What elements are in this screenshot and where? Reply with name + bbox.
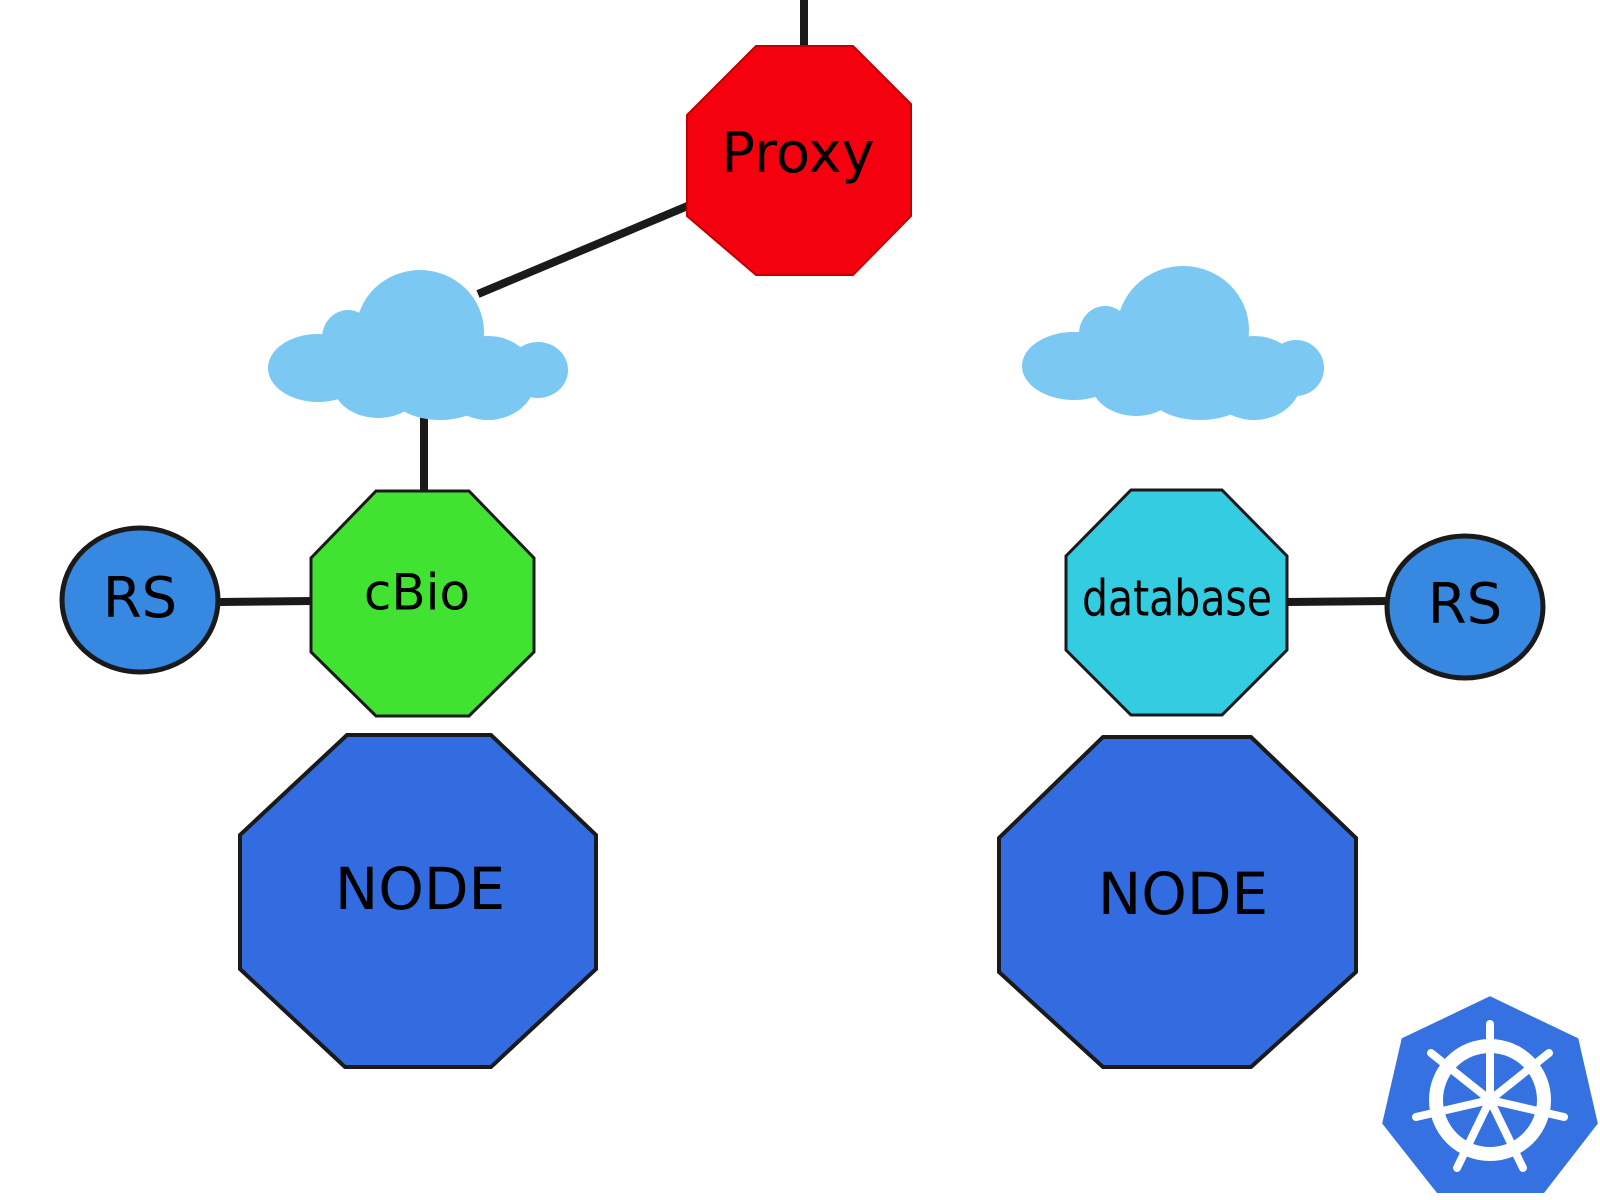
rs-left-label: RS bbox=[103, 566, 177, 631]
cloud-icon bbox=[1022, 266, 1324, 420]
rs-left-shape bbox=[59, 525, 221, 675]
rs-right-shape bbox=[1384, 533, 1546, 681]
edge-proxy-cloud-left bbox=[476, 201, 692, 298]
edge-database-rs-right bbox=[1287, 597, 1391, 606]
rs-right-label: RS bbox=[1428, 572, 1502, 637]
database-shape bbox=[1064, 488, 1289, 717]
cbio-node[interactable]: cBio bbox=[309, 489, 536, 718]
kubernetes-logo bbox=[1378, 992, 1600, 1197]
proxy-shape bbox=[686, 45, 912, 276]
cbio-label: cBio bbox=[364, 564, 470, 622]
cloud-right bbox=[1022, 266, 1324, 420]
cbio-shape bbox=[309, 489, 536, 718]
proxy-node[interactable]: Proxy bbox=[686, 45, 912, 276]
node-right[interactable]: NODE bbox=[997, 735, 1358, 1069]
cloud-icon bbox=[268, 270, 568, 420]
node-right-label: NODE bbox=[1098, 860, 1268, 928]
rs-left-node[interactable]: RS bbox=[59, 525, 221, 675]
rs-right-node[interactable]: RS bbox=[1384, 533, 1546, 681]
helm-wheel-icon bbox=[1412, 1020, 1568, 1172]
database-label: database bbox=[1082, 570, 1272, 628]
node-left-label: NODE bbox=[335, 855, 505, 923]
connectors bbox=[219, 0, 1391, 606]
database-node[interactable]: database bbox=[1064, 488, 1289, 717]
cloud-left bbox=[268, 270, 568, 420]
node-right-shape bbox=[997, 735, 1358, 1069]
proxy-label: Proxy bbox=[721, 121, 874, 186]
node-left[interactable]: NODE bbox=[238, 733, 598, 1069]
edge-rs-left-cbio bbox=[219, 597, 313, 606]
node-left-shape bbox=[238, 733, 598, 1069]
